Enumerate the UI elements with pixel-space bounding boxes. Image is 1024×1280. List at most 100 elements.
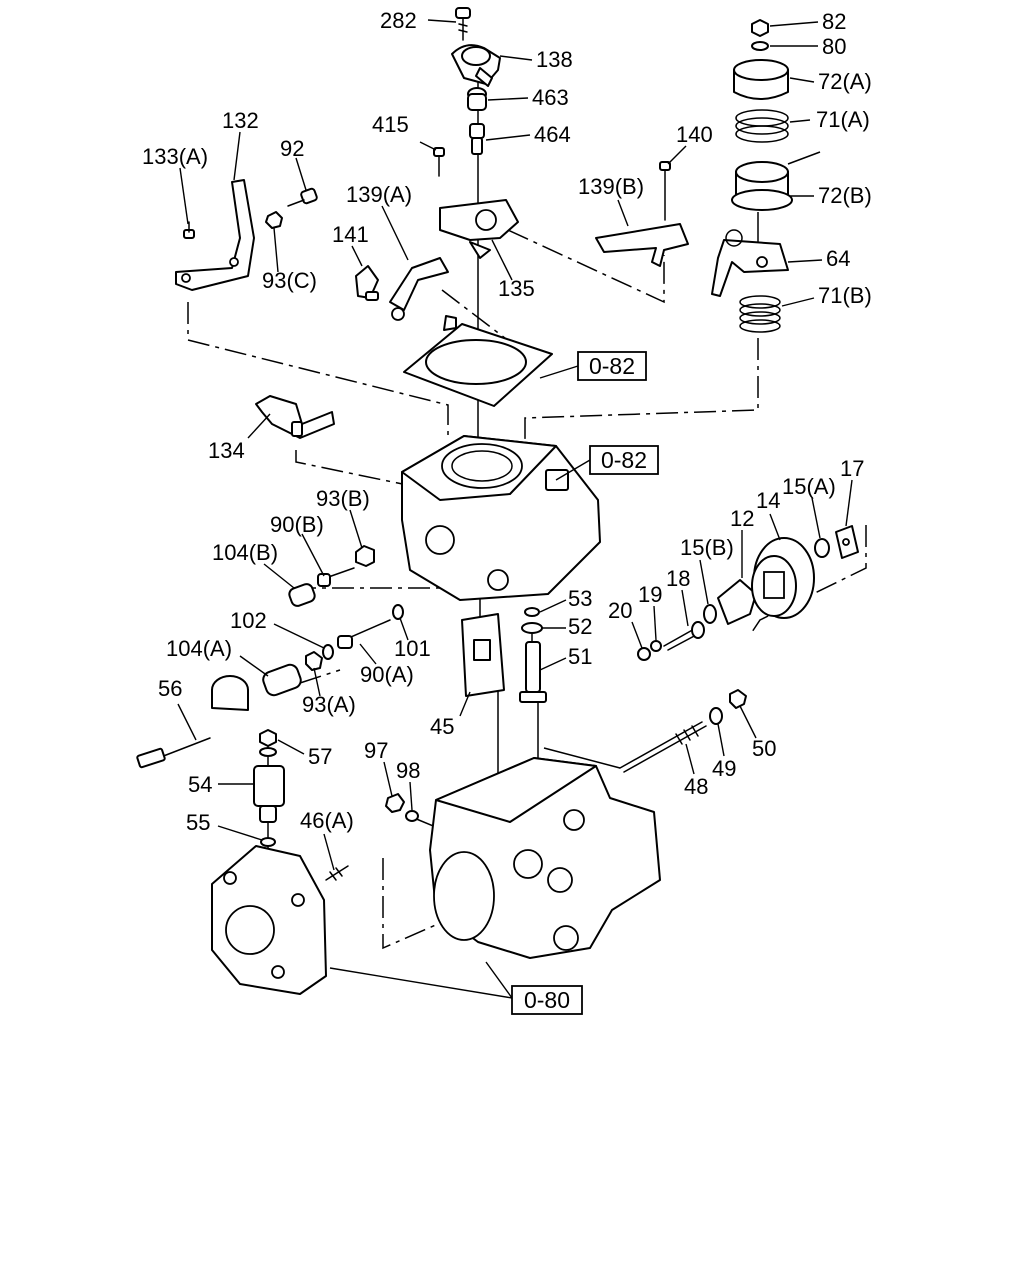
- part-20-ring: [637, 647, 651, 661]
- part-17-plate: [835, 525, 859, 559]
- part-48-shaft: [619, 721, 707, 773]
- label-282: 282: [380, 8, 417, 33]
- leader-135: [491, 239, 513, 281]
- label-12: 12: [730, 506, 754, 531]
- assembly-line-governor-spring: [524, 338, 759, 440]
- label-54: 54: [188, 772, 212, 797]
- part-138-cap: [451, 44, 501, 87]
- leader-17: [845, 479, 853, 527]
- part-57-nut: [259, 729, 277, 757]
- part-133a-bolt: [183, 221, 195, 239]
- leader-20: [631, 621, 643, 649]
- leader-132: [233, 131, 241, 181]
- part-53-ring: [524, 607, 540, 617]
- part-102-washer: [322, 644, 334, 660]
- assembly-line-screw-104a: [299, 669, 341, 684]
- label-97: 97: [364, 738, 388, 763]
- leader-55: [217, 825, 263, 841]
- reference-box-housing: 0-82: [589, 445, 659, 475]
- part-64-lever: [711, 229, 789, 297]
- label-102: 102: [230, 608, 267, 633]
- label-82: 82: [822, 9, 846, 34]
- part-93a-nut: [305, 651, 323, 671]
- leader-133a: [179, 167, 189, 225]
- label-48: 48: [684, 774, 708, 799]
- reference-box-body: 0-80: [511, 985, 583, 1015]
- leader-463: [487, 97, 529, 101]
- part-90a-screw: [337, 619, 391, 649]
- label-104a: 104(A): [166, 636, 232, 661]
- part-98-washer: [405, 810, 419, 822]
- assembly-line-spring-71a: [787, 151, 821, 165]
- label-19: 19: [638, 582, 662, 607]
- reference-label-cover: 0-82: [589, 353, 635, 379]
- label-93b: 93(B): [316, 486, 370, 511]
- leader-57: [277, 739, 305, 755]
- leader-104a: [239, 655, 269, 677]
- label-104b: 104(B): [212, 540, 278, 565]
- leader-101: [399, 617, 409, 641]
- label-135: 135: [498, 276, 535, 301]
- part-463-plug: [467, 87, 487, 111]
- part-12-flyweight: [717, 579, 757, 625]
- label-92: 92: [280, 136, 304, 161]
- part-132-bracket: [175, 179, 255, 291]
- leader-14: [769, 513, 781, 541]
- leader-141: [351, 245, 363, 267]
- leader-15b: [699, 559, 709, 605]
- reference-box-cover: 0-82: [577, 351, 647, 381]
- label-133a: 133(A): [142, 144, 208, 169]
- part-50-nut: [729, 689, 747, 709]
- leader-104b: [263, 563, 295, 589]
- label-50: 50: [752, 736, 776, 761]
- label-141: 141: [332, 222, 369, 247]
- part-15b-washer: [703, 604, 717, 624]
- label-80: 80: [822, 34, 846, 59]
- part-90b-screw: [317, 567, 355, 587]
- part-head-plate: [211, 845, 327, 995]
- leader-92: [295, 157, 307, 191]
- assembly-line-shaft-48: [543, 747, 621, 769]
- part-71b-spring: [739, 295, 781, 333]
- label-138: 138: [536, 47, 573, 72]
- leader-46a: [323, 833, 335, 871]
- part-19-clip: [650, 640, 662, 652]
- part-80-washer: [751, 41, 769, 51]
- assembly-line-bracket-132: [187, 302, 449, 438]
- part-18-pin: [663, 621, 705, 651]
- leader-18: [681, 589, 689, 627]
- leader-ref-body-head: [329, 967, 513, 999]
- assembly-line-governor-flyweight: [749, 525, 867, 636]
- leader-19: [653, 605, 657, 641]
- label-463: 463: [532, 85, 569, 110]
- part-139a-bracket: [389, 257, 449, 321]
- leader-90a: [359, 643, 377, 665]
- leader-82: [769, 21, 819, 27]
- part-main-pump-body: [429, 757, 661, 959]
- leader-53: [539, 599, 567, 613]
- label-139b: 139(B): [578, 174, 644, 199]
- label-53: 53: [568, 586, 592, 611]
- label-464: 464: [534, 122, 571, 147]
- part-104b-cap: [288, 583, 316, 607]
- part-92-screw: [287, 187, 318, 207]
- leader-97: [383, 761, 393, 797]
- leader-415: [419, 141, 437, 151]
- part-141-clip: [355, 265, 379, 301]
- reference-label-body: 0-80: [524, 987, 570, 1013]
- label-56: 56: [158, 676, 182, 701]
- part-71a-spring: [735, 109, 789, 143]
- leader-93c: [273, 227, 279, 273]
- label-415: 415: [372, 112, 409, 137]
- part-52-washer: [521, 622, 543, 634]
- leader-72a: [789, 77, 815, 83]
- leader-ref-body-main: [485, 961, 513, 999]
- leader-49: [717, 723, 725, 757]
- leader-98: [409, 781, 413, 811]
- label-72a: 72(A): [818, 69, 872, 94]
- part-46a-screw: [325, 865, 349, 881]
- leader-50: [739, 705, 757, 739]
- label-17: 17: [840, 456, 864, 481]
